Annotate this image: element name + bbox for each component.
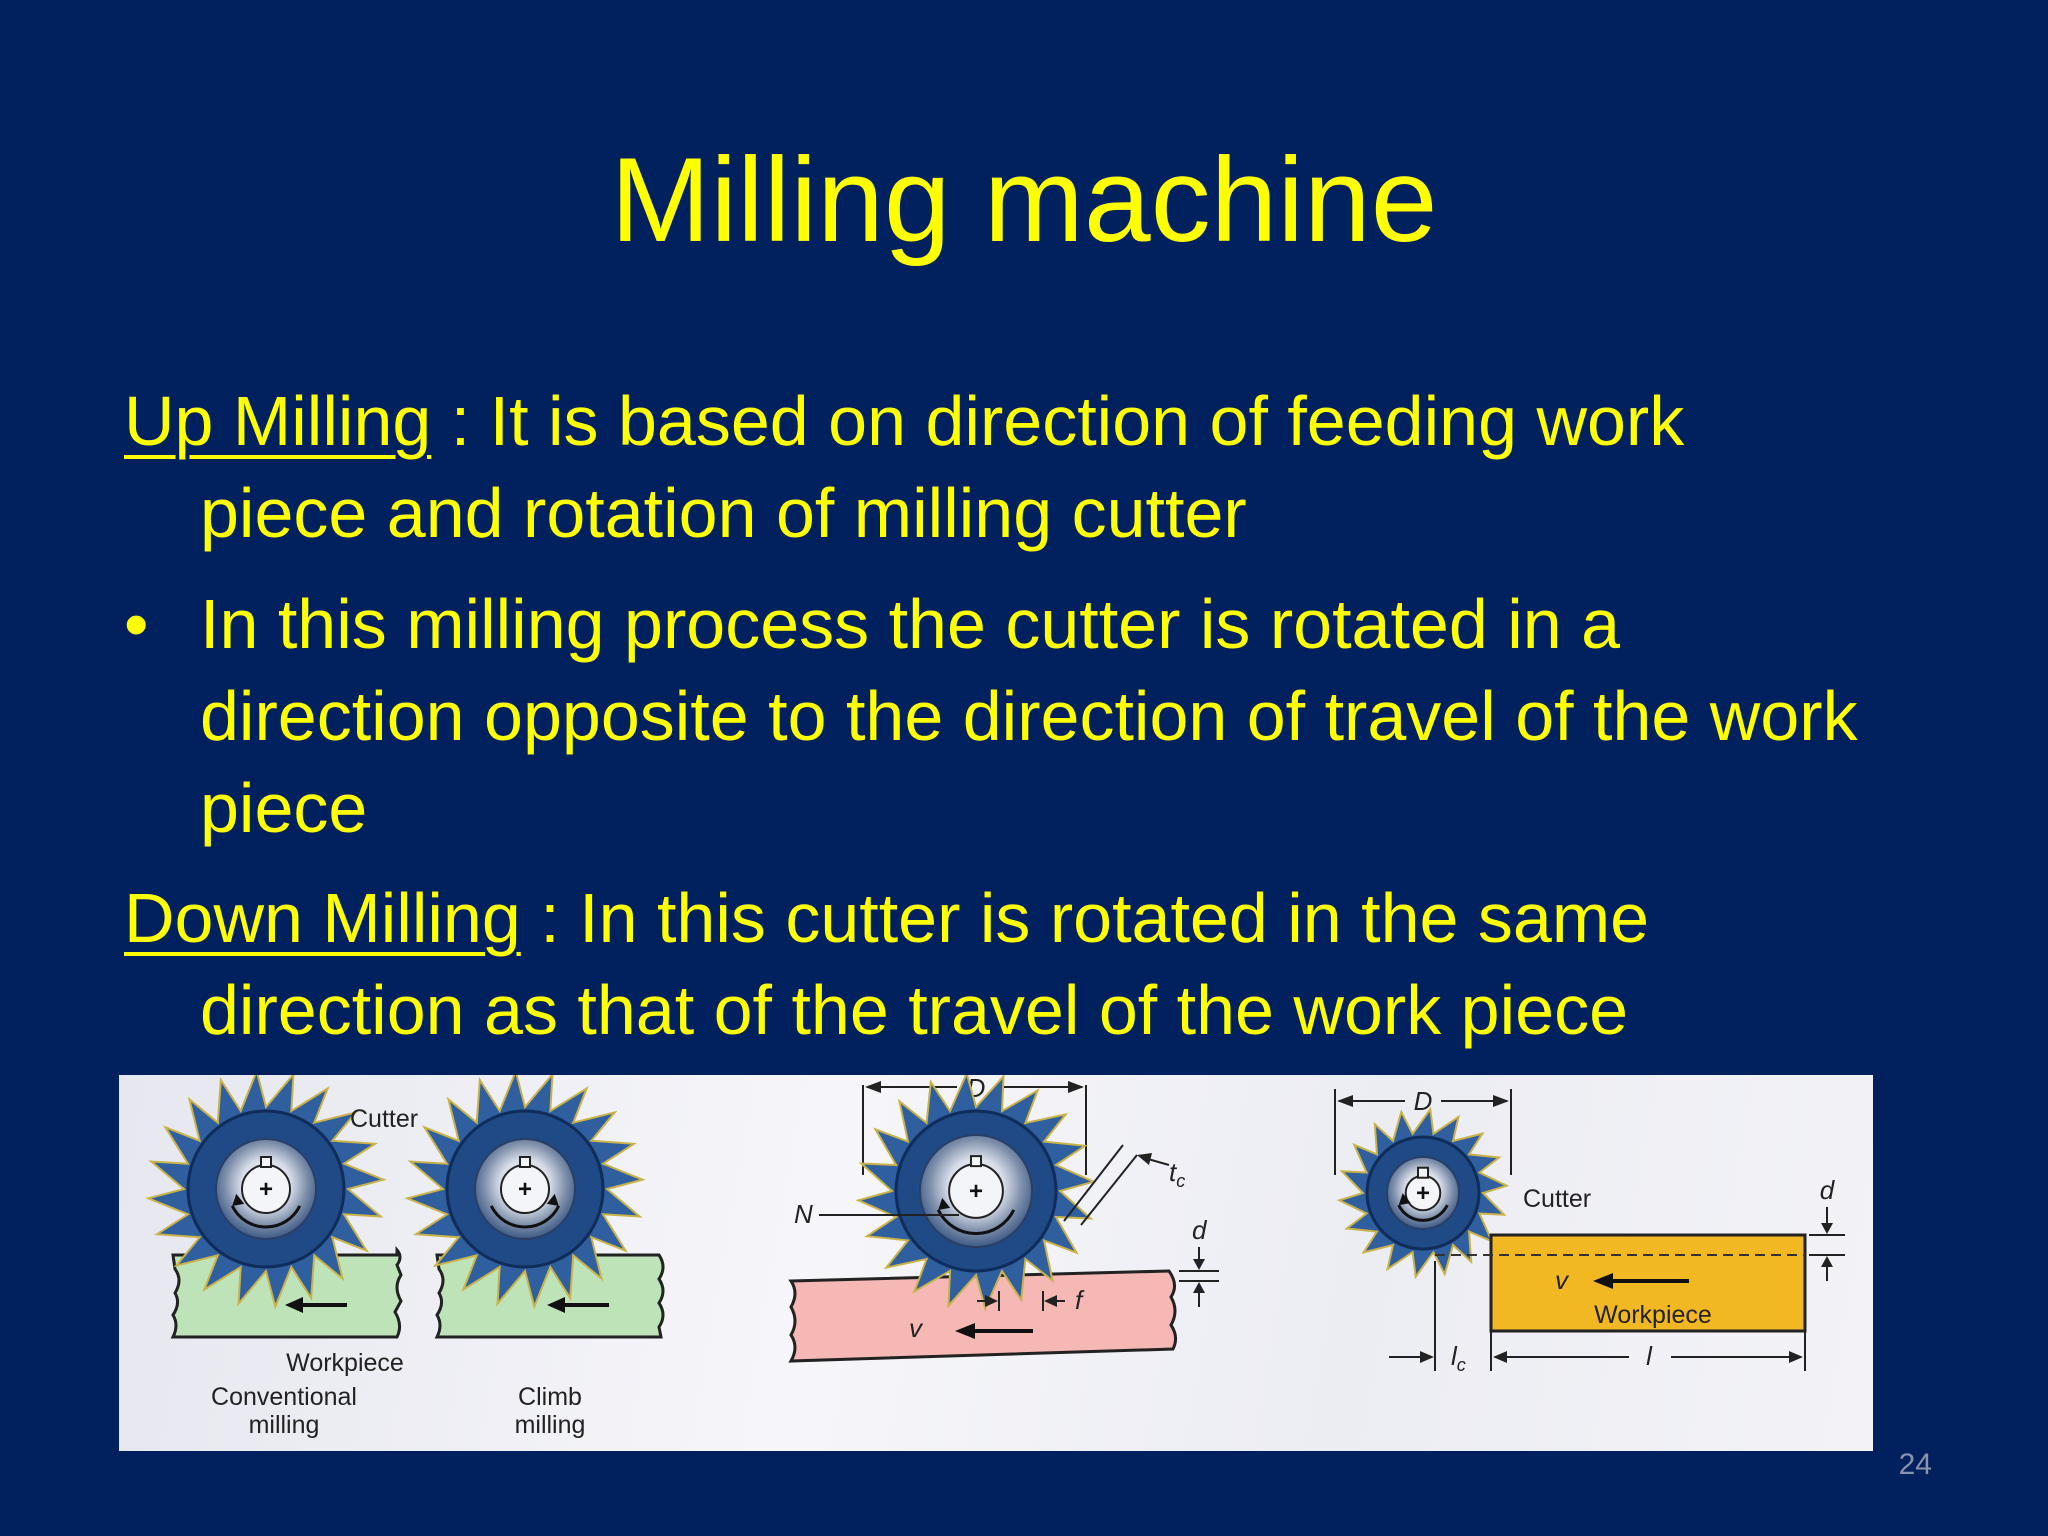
right-depth-label: d — [1820, 1175, 1836, 1205]
up-milling-paragraph: Up Milling : It is based on direction of… — [124, 375, 1904, 559]
conventional-milling-diagram: + — [145, 1075, 403, 1339]
bullet-marker: • — [124, 585, 149, 663]
climb-label-line1: Climb — [518, 1383, 582, 1411]
milling-diagram: + + Cutter Workpiece Conventional millin… — [119, 1075, 1873, 1451]
length-label: l — [1646, 1341, 1653, 1371]
milling-diagram-svg: + + Cutter Workpiece Conventional millin… — [145, 1075, 1845, 1439]
down-milling-term: Down Milling — [124, 879, 521, 957]
down-milling-definition: : In this cutter is rotated in the same — [520, 879, 1650, 957]
up-milling-continuation: piece and rotation of milling cutter — [200, 474, 1247, 552]
bullet-text: In this milling process the cutter is ro… — [200, 585, 1858, 847]
svg-text:+: + — [259, 1176, 273, 1203]
rpm-label: N — [794, 1199, 813, 1229]
climb-cutter-icon: + — [404, 1075, 646, 1310]
climb-workpiece — [434, 1253, 665, 1339]
svg-text:+: + — [518, 1176, 532, 1203]
up-milling-term: Up Milling — [124, 382, 432, 460]
right-velocity-label: v — [1555, 1265, 1570, 1295]
right-cutter-icon: + — [1336, 1106, 1510, 1280]
svg-text:+: + — [969, 1178, 983, 1205]
right-workpiece-label: Workpiece — [1594, 1301, 1712, 1329]
conventional-cutter-icon: + — [145, 1075, 387, 1310]
climb-milling-diagram: + — [404, 1075, 665, 1339]
climb-label-line2: milling — [515, 1411, 586, 1439]
slide-title: Milling machine — [610, 133, 1438, 267]
right-cutter-label: Cutter — [1523, 1185, 1591, 1213]
feed-label: f — [1075, 1285, 1085, 1315]
up-milling-definition: : It is based on direction of feeding wo… — [431, 382, 1685, 460]
bullet-item: • In this milling process the cutter is r… — [124, 578, 1904, 854]
tooth-chip-label: tc — [1169, 1157, 1185, 1191]
down-milling-continuation: direction as that of the travel of the w… — [200, 971, 1628, 1049]
page-number: 24 — [1898, 1448, 1932, 1481]
cutter-label: Cutter — [350, 1105, 418, 1133]
workpiece-label: Workpiece — [286, 1349, 404, 1377]
velocity-label: v — [909, 1313, 924, 1343]
depth-label: d — [1192, 1215, 1208, 1245]
svg-text:+: + — [1416, 1180, 1430, 1207]
right-diameter-label: D — [1414, 1086, 1433, 1116]
lc-label: lc — [1451, 1341, 1466, 1375]
conventional-label-line2: milling — [249, 1411, 320, 1439]
middle-cutter-icon: + — [855, 1075, 1097, 1312]
conventional-label-line1: Conventional — [211, 1383, 357, 1411]
slab-milling-diagram: D + Cutter v Workpiece d lc l — [1334, 1086, 1845, 1375]
middle-workpiece — [788, 1269, 1178, 1363]
down-milling-paragraph: Down Milling : In this cutter is rotated… — [124, 872, 1904, 1056]
cutting-geometry-diagram: D + tc N d f v — [788, 1075, 1219, 1363]
